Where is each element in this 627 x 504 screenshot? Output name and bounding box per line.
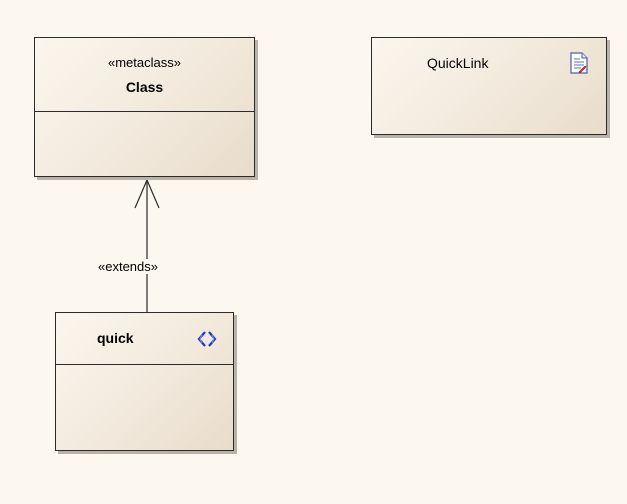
stereotype-compartment-divider bbox=[56, 364, 233, 365]
open-arrowhead bbox=[134, 178, 160, 209]
metaclass-class-element[interactable]: «metaclass» Class bbox=[34, 37, 255, 177]
document-icon bbox=[570, 52, 588, 74]
stereotype-quick-element[interactable]: quick bbox=[55, 312, 234, 451]
metaclass-stereotype: «metaclass» bbox=[108, 55, 181, 70]
attribute-compartment-divider bbox=[35, 111, 254, 112]
stereotype-name: quick bbox=[97, 330, 134, 346]
extends-label: «extends» bbox=[97, 259, 159, 274]
quicklink-name: QuickLink bbox=[427, 55, 489, 71]
quicklink-element[interactable]: QuickLink bbox=[371, 37, 607, 135]
stereotype-icon bbox=[196, 330, 218, 348]
metaclass-name: Class bbox=[125, 79, 164, 95]
